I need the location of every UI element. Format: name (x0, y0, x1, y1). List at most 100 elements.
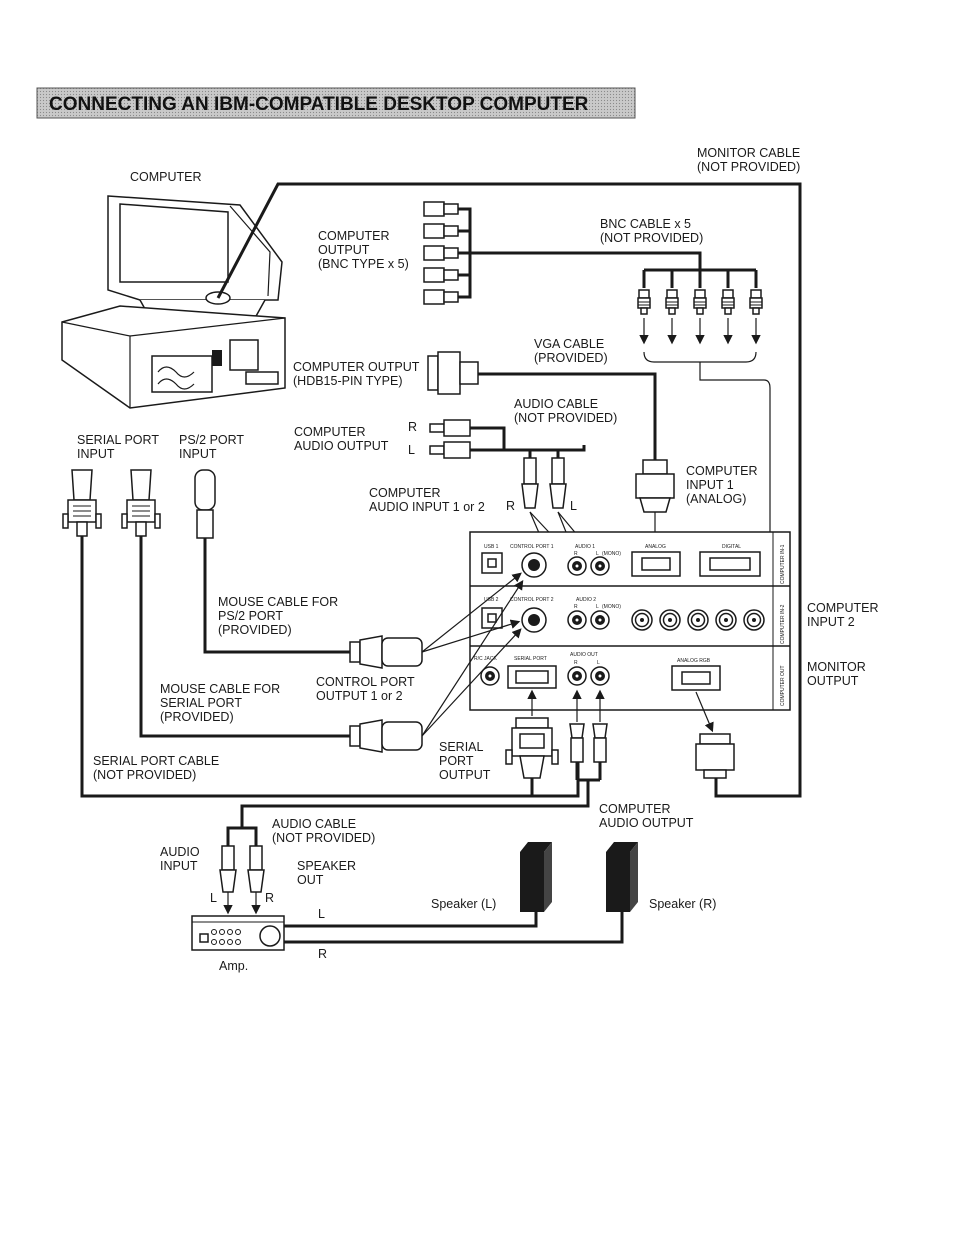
panel-audio-out-r: R (574, 660, 578, 666)
panel-digital-label: DIGITAL (722, 544, 741, 550)
speaker-right (606, 842, 638, 912)
projector-terminal-panel: USB 1 CONTROL PORT 1 AUDIO 1 R L (MONO) … (469, 531, 791, 711)
label-computer-audio-output-2: AUDIO OUTPUT (294, 439, 389, 453)
label-speaker-l: Speaker (L) (431, 897, 496, 911)
label-bnc-cable-note: (NOT PROVIDED) (600, 231, 703, 245)
panel-analog-label: ANALOG (645, 544, 666, 550)
vga-cable: COMPUTER OUTPUT (HDB15-PIN TYPE) VGA CAB… (293, 337, 758, 549)
label-monitor-cable: MONITOR CABLE (697, 146, 800, 160)
panel-usb1-label: USB 1 (484, 544, 499, 550)
panel-control-port-1-label: CONTROL PORT 1 (510, 544, 554, 550)
label-computer-output-bnc: COMPUTER (318, 229, 390, 243)
panel-audio-2-mono: (MONO) (602, 604, 621, 610)
label-computer-audio-input-2: AUDIO INPUT 1 or 2 (369, 500, 485, 514)
label-serial-port-input-2: INPUT (77, 447, 115, 461)
label-mouse-ps2-2: PS/2 PORT (218, 609, 283, 623)
mouse-cable-plugs: MOUSE CABLE FOR PS/2 PORT (PROVIDED) CON… (160, 572, 524, 753)
label-ps2-port-input-2: INPUT (179, 447, 217, 461)
panel-control-port-2-label: CONTROL PORT 2 (510, 597, 554, 603)
label-l-top: L (408, 443, 415, 457)
label-computer-audio-output-bottom: COMPUTER (599, 802, 671, 816)
panel-audio-out-l: L (597, 660, 600, 666)
label-computer-output-hdb: COMPUTER OUTPUT (293, 360, 420, 374)
label-wire-l: L (318, 907, 325, 921)
label-serial-port-output: SERIAL (439, 740, 484, 754)
label-computer-output-bnc-2: OUTPUT (318, 243, 370, 257)
panel-audio-1-r: R (574, 551, 578, 557)
label-l-mid: L (570, 499, 577, 513)
label-control-port-output-2: OUTPUT 1 or 2 (316, 689, 403, 703)
panel-audio-2-label: AUDIO 2 (576, 597, 596, 603)
label-computer-audio-output-bottom-2: AUDIO OUTPUT (599, 816, 694, 830)
label-monitor-output-2: OUTPUT (807, 674, 859, 688)
label-mouse-ps2: MOUSE CABLE FOR (218, 595, 338, 609)
label-amp-r: R (265, 891, 274, 905)
label-amp: Amp. (219, 959, 248, 973)
label-computer-audio-input: COMPUTER (369, 486, 441, 500)
panel-computer-in-2-label: COMPUTER IN-2 (780, 604, 786, 644)
panel-computer-in-1-label: COMPUTER IN-1 (780, 544, 786, 584)
label-ps2-port-input: PS/2 PORT (179, 433, 244, 447)
label-serial-port-output-2: PORT (439, 754, 474, 768)
label-speaker-r: Speaker (R) (649, 897, 716, 911)
amplifier-section: AUDIO CABLE (NOT PROVIDED) AUDIO INPUT S… (160, 817, 624, 973)
label-computer-input-1: COMPUTER (686, 464, 758, 478)
label-mouse-serial-3: (PROVIDED) (160, 710, 234, 724)
label-control-port-output: CONTROL PORT (316, 675, 415, 689)
label-computer-input-1-c: (ANALOG) (686, 492, 746, 506)
label-audio-cable-top-note: (NOT PROVIDED) (514, 411, 617, 425)
monitor-out-connector (695, 691, 735, 779)
label-vga-cable: VGA CABLE (534, 337, 604, 351)
serial-port-output-connector: SERIAL PORT OUTPUT SERIAL PORT CABLE (NO… (93, 689, 559, 796)
computer-output-bnc: COMPUTER OUTPUT (BNC TYPE x 5) (318, 201, 702, 305)
label-computer-output-hdb-2: (HDB15-PIN TYPE) (293, 374, 403, 388)
label-computer-input-2: COMPUTER (807, 601, 879, 615)
label-audio-input-2: INPUT (160, 859, 198, 873)
label-computer-input-1-b: INPUT 1 (686, 478, 734, 492)
panel-usb2-label: USB 2 (484, 597, 499, 603)
label-vga-cable-note: (PROVIDED) (534, 351, 608, 365)
label-serial-port-cable: SERIAL PORT CABLE (93, 754, 219, 768)
label-speaker-out-2: OUT (297, 873, 324, 887)
panel-audio-1-mono: (MONO) (602, 551, 621, 557)
label-computer-input-2-b: INPUT 2 (807, 615, 855, 629)
computer-illustration: COMPUTER (61, 170, 286, 409)
panel-audio-2-r: R (574, 604, 578, 610)
label-wire-r: R (318, 947, 327, 961)
label-amp-l: L (210, 891, 217, 905)
monitor-cable: MONITOR CABLE (NOT PROVIDED) (216, 146, 802, 798)
panel-rc-jack-label: R/C JACK (474, 656, 497, 662)
label-monitor-cable-note: (NOT PROVIDED) (697, 160, 800, 174)
label-computer-audio-output: COMPUTER (294, 425, 366, 439)
label-monitor-output: MONITOR (807, 660, 866, 674)
panel-serial-port-label: SERIAL PORT (514, 656, 547, 662)
label-audio-cable-bottom: AUDIO CABLE (272, 817, 356, 831)
audio-out-plugs: COMPUTER AUDIO OUTPUT (226, 689, 694, 846)
panel-audio-out-label: AUDIO OUT (570, 652, 598, 658)
bnc-cable: BNC CABLE x 5 (NOT PROVIDED) (600, 217, 771, 598)
panel-audio-2-l: L (596, 604, 599, 610)
label-serial-port-input: SERIAL PORT (77, 433, 159, 447)
panel-audio-1-label: AUDIO 1 (575, 544, 595, 550)
label-audio-cable-bottom-2: (NOT PROVIDED) (272, 831, 375, 845)
label-mouse-serial: MOUSE CABLE FOR (160, 682, 280, 696)
speaker-left (520, 842, 552, 912)
label-audio-input: AUDIO (160, 845, 200, 859)
label-computer-output-bnc-3: (BNC TYPE x 5) (318, 257, 409, 271)
title-banner: CONNECTING AN IBM-COMPATIBLE DESKTOP COM… (36, 87, 636, 119)
label-mouse-ps2-3: (PROVIDED) (218, 623, 292, 637)
label-computer: COMPUTER (130, 170, 202, 184)
label-bnc-cable: BNC CABLE x 5 (600, 217, 691, 231)
label-serial-port-output-3: OUTPUT (439, 768, 491, 782)
label-r-mid: R (506, 499, 515, 513)
label-r-top: R (408, 420, 417, 434)
panel-analog-rgb-label: ANALOG RGB (677, 658, 711, 664)
page-title: CONNECTING AN IBM-COMPATIBLE DESKTOP COM… (49, 94, 589, 115)
label-audio-cable-top: AUDIO CABLE (514, 397, 598, 411)
speakers: Speaker (L) Speaker (R) (431, 842, 716, 912)
panel-audio-1-l: L (596, 551, 599, 557)
label-speaker-out: SPEAKER (297, 859, 356, 873)
label-mouse-serial-2: SERIAL PORT (160, 696, 242, 710)
panel-computer-out-label: COMPUTER OUT (780, 665, 786, 706)
